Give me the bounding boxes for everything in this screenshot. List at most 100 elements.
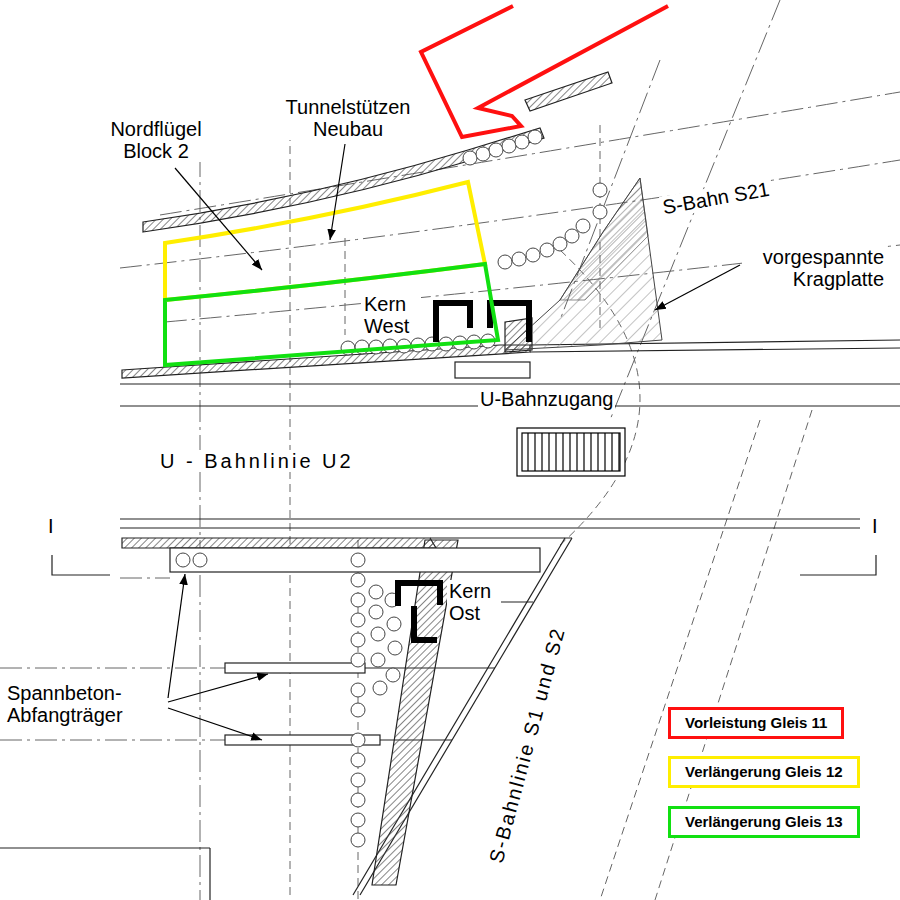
part-label: U-Bahnzugang [478,388,615,410]
bored-pile [351,683,365,697]
legend-swatch: Verlängerung Gleis 12 [668,756,860,788]
core-wall [398,303,529,640]
stair-symbol [517,428,625,476]
core-wall [414,606,437,640]
wall-section [122,72,612,885]
bored-pile [176,130,607,847]
bored-pile [351,753,365,767]
structure-line [0,340,900,900]
track-outline [421,6,668,137]
bored-pile [351,833,365,847]
line-label: S-Bahnlinie S1 und S2 [484,623,569,868]
bored-pile [553,237,567,251]
leader-line [168,708,262,740]
leader-line [168,574,185,698]
structure-line [0,847,210,848]
dashed-line [345,238,346,335]
structure-line [120,383,900,384]
structure-line [800,555,876,575]
part-label: Spannbeton- Abfangträger [5,682,159,726]
bored-pile [515,135,529,149]
girder-beam [170,548,540,572]
bored-pile [526,248,540,262]
axis-line [0,740,225,741]
structure-line [120,527,860,528]
bored-pile [388,641,402,655]
legend-swatch: Verlängerung Gleis 13 [668,806,860,838]
bored-pile [351,613,365,627]
core-wall [398,583,440,606]
section-marker: I [870,515,880,537]
part-label: vorgespannte Kragplatte [742,246,886,290]
leader-line [168,674,268,702]
bored-pile [593,183,607,197]
bored-pile [371,653,385,667]
bored-pile [489,143,503,157]
bored-pile [498,255,512,269]
part-label: Kern West [362,293,421,337]
bored-pile [351,733,365,747]
girder-beam [225,663,365,673]
axis-line [165,245,900,322]
bored-pile [528,130,542,144]
axis-line [120,578,170,579]
structure-line [430,537,572,538]
bored-pile [565,229,579,243]
part-label: Kern Ost [447,580,501,624]
bored-pile [351,813,365,827]
bored-pile [369,605,383,619]
bored-pile [593,205,607,219]
cantilever-slab [560,178,648,300]
bored-pile [351,573,365,587]
legend-text: Vorleistung Gleis 11 [685,714,827,731]
core-wall [436,303,470,342]
bored-pile [502,139,516,153]
bored-pile [351,653,365,667]
stair-symbol [517,428,625,476]
part-label: Tunnelstützen Neubau [262,96,434,140]
section-marker: I [46,515,56,537]
structure-line [120,518,860,519]
bored-pile [387,617,401,631]
track-label: S-Bahn S21 [659,177,773,218]
dashed-line [290,120,291,900]
bored-pile [351,703,365,717]
bored-pile [351,553,365,567]
structure-line [360,538,572,895]
line-label: U - Bahnlinie U2 [158,450,356,472]
wall-section [122,538,436,548]
leader-line [168,144,740,740]
wall-section [372,540,458,885]
legend-text: Verlängerung Gleis 13 [685,813,843,830]
bored-pile [512,252,526,266]
bored-pile [369,585,383,599]
bored-pile [351,773,365,787]
legend-swatch: Vorleistung Gleis 11 [668,707,844,739]
leader-line [175,168,262,270]
bored-pile [351,593,365,607]
part-label: Nordflügel Block 2 [95,118,217,162]
structure-line [52,555,110,575]
bored-pile [540,243,554,257]
bored-pile [371,627,385,641]
bored-pile [373,681,387,695]
structure-line [530,348,900,352]
girder-beam [170,548,540,745]
bored-pile [176,553,190,567]
track-outline [165,6,668,365]
bored-pile [386,668,400,682]
structure-line [455,362,530,378]
track-outline [165,264,498,365]
leader-line [330,144,345,240]
bored-pile [351,793,365,807]
bored-pile [476,147,490,161]
legend-text: Verlängerung Gleis 12 [685,763,843,780]
bored-pile [351,633,365,647]
stair-symbol [522,433,620,471]
bored-pile [463,151,477,165]
leader-line [655,265,740,310]
axis-line [0,668,225,669]
structure-line [209,848,210,900]
